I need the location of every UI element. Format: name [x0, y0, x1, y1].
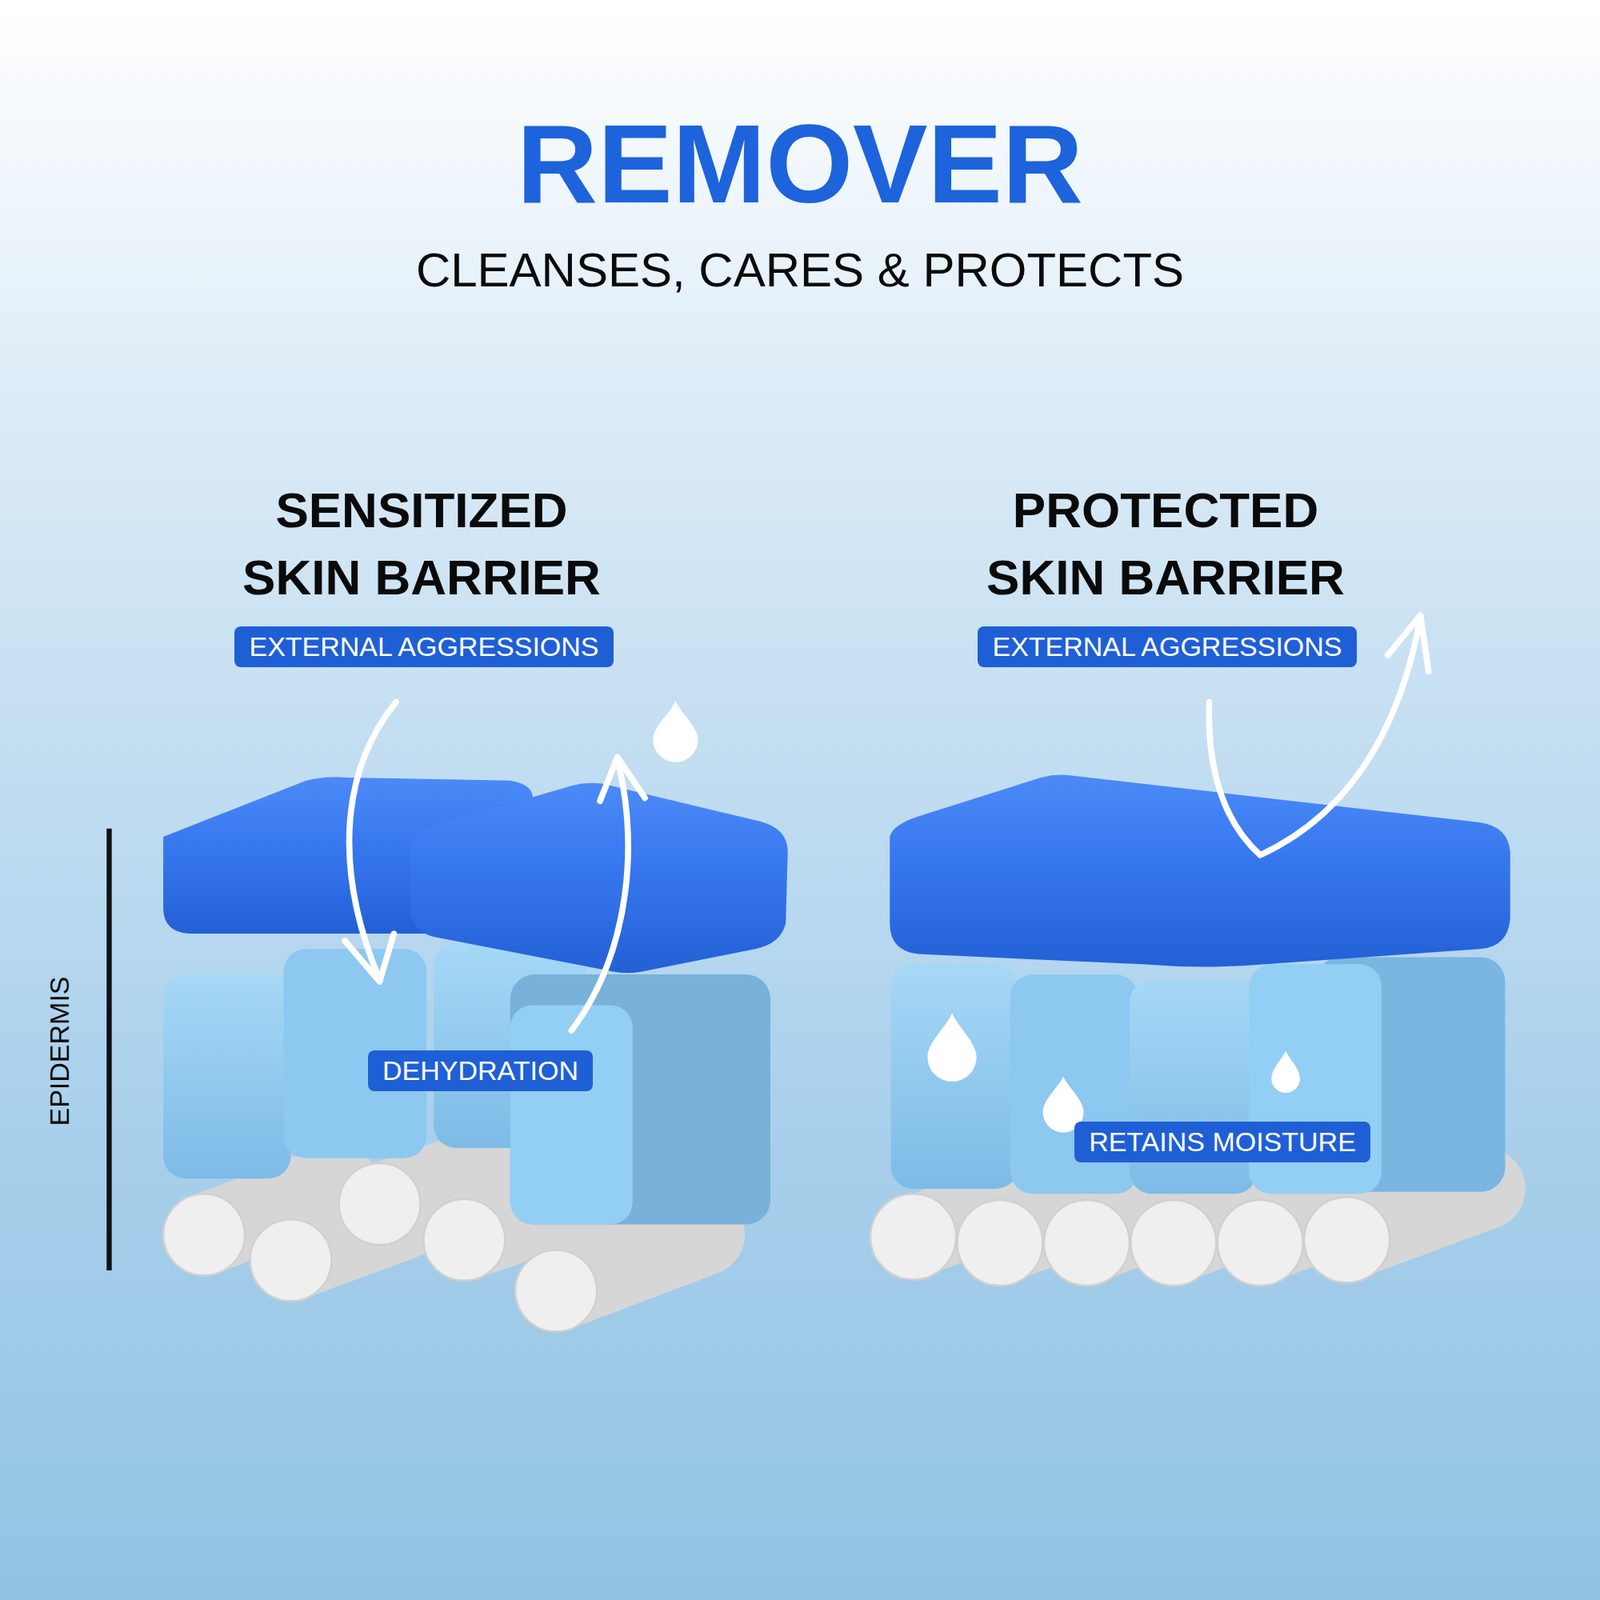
arrow-head: [344, 933, 394, 982]
cylinder-end: [870, 1193, 956, 1280]
cylinder-end: [1044, 1200, 1130, 1286]
panel-heading: PROTECTED SKIN BARRIER: [969, 476, 1362, 612]
pill-text: RETAINS MOISTURE: [1088, 1125, 1356, 1159]
cylinder-end: [1130, 1200, 1216, 1286]
cylinder-ends: [870, 1193, 1390, 1286]
skin-cell-side: [510, 974, 771, 1225]
cylinder-end: [163, 1193, 245, 1276]
subtitle: CLEANSES, CARES & PROTECTS: [416, 241, 1184, 300]
aggression-arrows: [344, 702, 645, 1032]
barrier-plate: [410, 783, 788, 973]
pill-text: DEHYDRATION: [382, 1054, 579, 1088]
label-pill: EXTERNAL AGGRESSIONS: [977, 626, 1357, 668]
water-drop: [927, 1013, 976, 1082]
cylinder-end: [338, 1163, 420, 1245]
label-pill: RETAINS MOISTURE: [1074, 1121, 1371, 1163]
cylinder-end: [1217, 1200, 1304, 1286]
cylinder-end: [515, 1249, 597, 1332]
label-pill: EXTERNAL AGGRESSIONS: [234, 626, 614, 668]
panel-heading: SENSITIZED SKIN BARRIER: [225, 476, 618, 612]
barrier-plate: [889, 775, 1511, 968]
skin-cell: [891, 964, 1019, 1189]
arrow-head: [1388, 615, 1429, 672]
axis-label: EPIDERMIS: [43, 976, 76, 1126]
water-drop: [1271, 1051, 1300, 1093]
label-pill: DEHYDRATION: [368, 1050, 593, 1092]
cylinder-end: [956, 1200, 1043, 1286]
pill-text: EXTERNAL AGGRESSIONS: [992, 630, 1342, 664]
cylinder-end: [249, 1219, 332, 1301]
title: REMOVER: [516, 108, 1084, 220]
pill-text: EXTERNAL AGGRESSIONS: [248, 630, 599, 664]
cylinder-end: [1304, 1196, 1390, 1283]
arrow-head: [600, 756, 645, 801]
cylinder-end: [423, 1199, 505, 1281]
skin-cell: [510, 1004, 633, 1224]
water-drop: [652, 700, 698, 763]
epidermis-line: [106, 828, 112, 1271]
skin-cell: [163, 974, 291, 1179]
arrow-in: [349, 702, 396, 980]
